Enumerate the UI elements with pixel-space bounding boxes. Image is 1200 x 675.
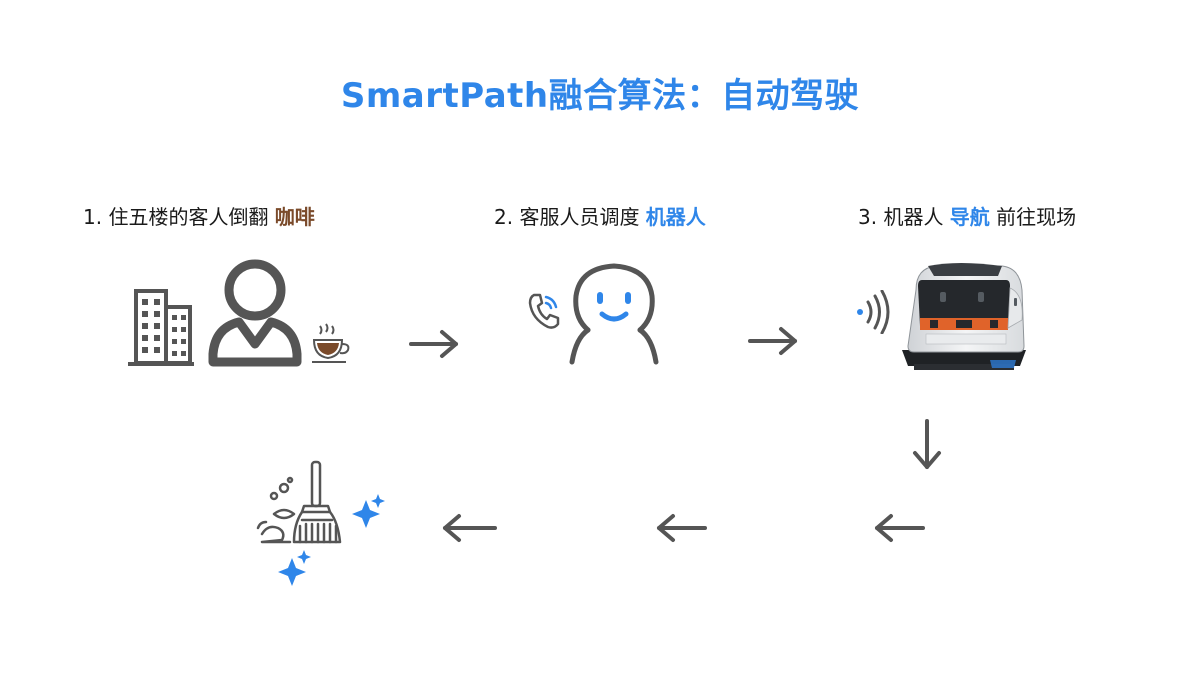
broom-icon [256, 460, 385, 586]
person-icon [208, 259, 302, 367]
step-1-prefix: 1. 住五楼的客人倒翻 [83, 205, 275, 229]
step-1-highlight: 咖啡 [274, 205, 315, 229]
arrow-right-2 [748, 327, 797, 355]
signal-waves-icon [857, 290, 890, 334]
sparkle-icon [297, 550, 311, 564]
cleaning-robot-icon [902, 263, 1026, 370]
step-2-label: 2. 客服人员调度 机器人 [494, 201, 706, 230]
step-3-highlight: 导航 [949, 205, 990, 229]
step-1-label: 1. 住五楼的客人倒翻 咖啡 [83, 201, 315, 230]
step-3-suffix: 前往现场 [989, 205, 1077, 229]
sparkle-icon [371, 494, 385, 508]
sparkle-icon [278, 558, 306, 586]
arrow-left-3 [443, 514, 497, 542]
smiling-agent-icon [569, 263, 659, 365]
arrow-left-2 [657, 514, 707, 542]
arrow-down [913, 419, 941, 469]
sparkle-icon [352, 500, 380, 528]
coffee-cup-icon [312, 323, 350, 363]
step-3-prefix: 3. 机器人 [858, 205, 950, 229]
arrow-left-1 [875, 514, 925, 542]
step-2-prefix: 2. 客服人员调度 [494, 205, 646, 229]
step-3-label: 3. 机器人 导航 前往现场 [858, 201, 1076, 230]
building-icon [128, 289, 194, 366]
step-2-highlight: 机器人 [645, 205, 706, 229]
page-title: SmartPath融合算法：自动驾驶 [340, 76, 860, 116]
arrow-right-1 [409, 330, 458, 358]
phone-icon [528, 293, 560, 329]
